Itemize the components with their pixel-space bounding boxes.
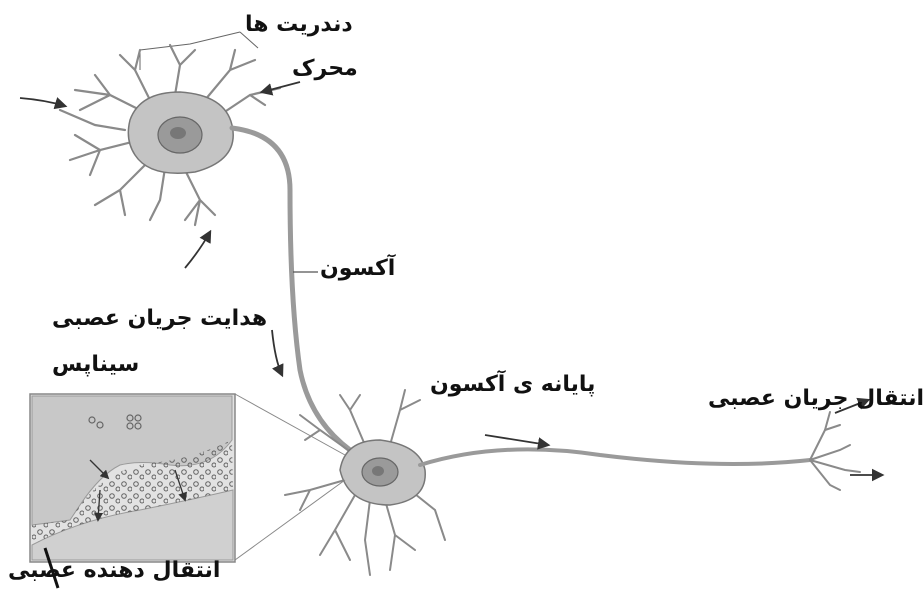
- label-dendrites: دندریت ها: [245, 14, 353, 36]
- label-impulse-transmission: انتقال جریان عصبی: [708, 388, 923, 410]
- label-impulse-conduction: هدایت جریان عصبی: [52, 308, 267, 330]
- synapse-zoom-lines: [235, 394, 345, 560]
- dendrites-pointer-lines: [140, 32, 258, 70]
- lower-axon: [420, 449, 810, 465]
- label-stimulus: محرک: [292, 58, 358, 80]
- lower-neuron-soma: [340, 440, 425, 505]
- arrow-stimulus-bottom: [185, 232, 210, 268]
- label-axon-terminal: پایانه ی آکسون: [430, 374, 595, 396]
- axon-terminal-branches: [810, 412, 860, 490]
- label-neurotransmitter: انتقال دهنده عصبی: [8, 560, 220, 582]
- arrow-transmit-middle: [485, 435, 548, 445]
- label-axon: آکسون: [320, 258, 395, 280]
- upper-neuron-soma: [128, 92, 233, 173]
- label-synapse: سیناپس: [52, 354, 139, 376]
- arrow-stimulus-left: [20, 98, 65, 106]
- arrow-stimulus-right: [262, 82, 300, 92]
- arrow-conduction: [272, 330, 282, 375]
